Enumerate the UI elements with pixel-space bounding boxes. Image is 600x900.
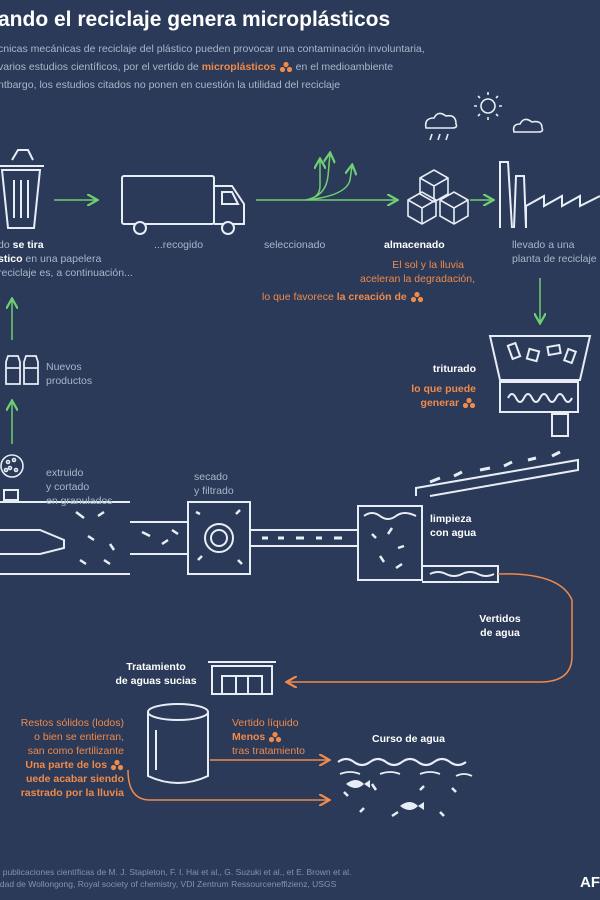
conveyor-ramp xyxy=(415,450,579,497)
rain-cloud-icon xyxy=(424,112,458,141)
fish-icon xyxy=(346,780,424,810)
label-solids: Restos sólidos (lodos) o bien se entierr… xyxy=(20,717,124,799)
label-wastewater: Tratamiento de aguas sucias xyxy=(115,661,197,687)
arrow-sort-3 xyxy=(305,166,352,201)
label-selected: seleccionado xyxy=(264,239,326,251)
pipe-extruder-dryer xyxy=(130,521,188,555)
label-cleaning: limpieza con agua xyxy=(430,513,477,539)
afp-logo: AF xyxy=(580,874,600,891)
label-water-discharge: Vertidos de agua xyxy=(479,613,521,639)
cleaning-tank-icon xyxy=(357,505,499,583)
bottles-icon xyxy=(5,355,39,385)
intro-line-3: ntbargo, los estudios citados no ponen e… xyxy=(0,79,341,91)
intro-line-1: cnicas mecánicas de reciclaje del plásti… xyxy=(0,43,425,55)
label-crushed: triturado lo que puede generar xyxy=(411,363,476,409)
microplastic-icon xyxy=(410,292,423,303)
label-collected: ...recogido xyxy=(154,239,204,251)
label-new-products: Nuevos productos xyxy=(46,361,93,387)
sludge-tank-icon xyxy=(147,703,209,784)
pellets-icon xyxy=(0,454,24,478)
page-title: ando el reciclaje genera microplásticos xyxy=(0,8,391,31)
cloud-icon xyxy=(512,118,544,133)
label-liquid: Vertido líquido Menos tras tratamiento xyxy=(232,717,305,757)
crusher-icon xyxy=(488,335,592,437)
pipe-dryer-tank xyxy=(250,529,358,547)
label-sun-rain-3: lo que favorece la creación de xyxy=(262,290,424,304)
arrow-solids-river xyxy=(127,769,328,800)
treatment-plant-icon xyxy=(208,661,276,695)
label-sun-rain: El sol y la lluvia aceleran la degradaci… xyxy=(360,259,475,285)
sun-icon xyxy=(474,92,502,120)
truck-icon xyxy=(121,175,245,235)
label-river: Curso de agua xyxy=(372,733,445,745)
label-extruded: extruido y cortado en granulados xyxy=(46,467,113,507)
trash-bin-icon xyxy=(0,149,44,229)
microplastic-icon xyxy=(279,62,292,73)
label-dried: secado y filtrado xyxy=(194,471,234,497)
label-taken: llevado a una planta de reciclaje xyxy=(512,239,597,265)
arrow-water-discharge xyxy=(288,573,573,682)
bales-icon xyxy=(407,169,469,225)
arrow-sort-1 xyxy=(305,160,320,201)
extruder-icon xyxy=(0,489,130,575)
factory-icon xyxy=(499,161,600,229)
microplastic-icon xyxy=(110,760,124,771)
intro-line-2: varios estudios científicos, por el vert… xyxy=(0,61,394,73)
label-stored: almacenado xyxy=(384,239,445,251)
microplastics-highlight: microplásticos xyxy=(201,61,276,73)
microplastic-icon xyxy=(462,398,476,409)
footer-sources-2: idad de Wollongong, Royal society of che… xyxy=(0,879,337,889)
footer-sources-1: : publicaciones científicas de M. J. Sta… xyxy=(0,867,352,877)
river-icon xyxy=(337,757,473,818)
dryer-icon xyxy=(187,501,251,575)
microplastic-icon xyxy=(269,732,282,743)
label-bin: do se tira stico en una papelera recicla… xyxy=(0,239,133,279)
